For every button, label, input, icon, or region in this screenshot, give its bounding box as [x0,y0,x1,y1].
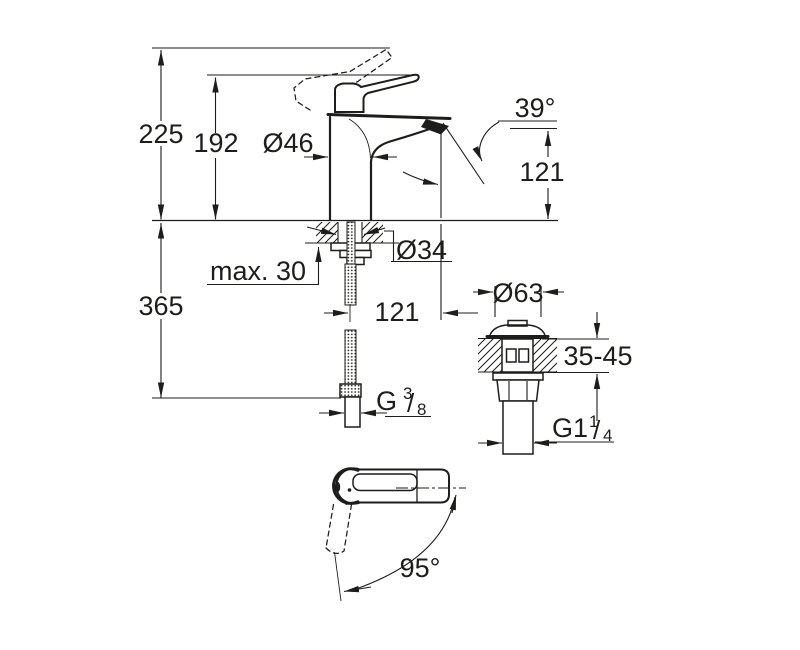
faucet-front-view [293,48,485,222]
hose-end-fitting [339,383,362,398]
dim-spray-angle: 39° [472,93,557,162]
dim-below-deck-length: 365 [138,223,184,398]
label-spout-reach: 121 [374,297,419,327]
dim-overall-height: 225 [138,50,184,220]
label-spout-height: 121 [519,157,564,187]
dim-spout-reach: 121 [324,171,478,327]
handle-top-view [325,467,466,602]
spout-deck [326,113,452,120]
dim-lever-height: 192 [193,77,239,220]
label-deck-thickness-range: 35-45 [563,341,632,371]
aerator [421,119,449,135]
dim-waste-cap-diameter: Ø63 [473,278,564,317]
label-waste-cap-diameter: Ø63 [492,278,543,308]
dim-deck-thickness-range: 35-45 [542,312,633,421]
label-hose-thread: G 3 / 8 [376,375,426,419]
label-overall-height: 225 [138,119,183,149]
supply-hose [339,263,362,428]
threaded-rod [346,221,356,265]
lever-raised-outline [293,48,393,111]
stream-line [442,122,485,185]
label-max-deck-thickness: max. 30 [210,256,306,286]
reference-lines [152,47,558,399]
label-shank-diameter: Ø34 [396,235,447,265]
dim-body-diameter: Ø46 [262,128,397,161]
waste-locknut [496,379,540,402]
waste-tailpipe [502,400,534,455]
lever-handle [334,73,420,113]
drain-assembly [478,319,557,455]
dim-shank-diameter: Ø34 [306,226,452,265]
label-below-deck-length: 365 [138,291,183,321]
label-waste-thread: G1 1 / 4 [552,403,612,445]
label-lever-height: 192 [193,128,238,158]
dim-waste-thread: G1 1 / 4 [478,403,614,447]
waste-cap-dome [489,324,546,336]
label-swivel-angle: 95° [400,553,441,583]
label-body-diameter: Ø46 [262,128,313,158]
dim-spout-height: 121 [510,127,565,219]
dim-swivel-angle: 95° [343,494,457,593]
dim-max-deck-thickness: max. 30 [207,247,322,286]
waste-cap-knob [507,319,528,327]
label-spray-angle: 39° [515,93,556,123]
dim-hose-thread: G 3 / 8 [319,375,431,419]
hose-connector-tube [344,396,361,428]
